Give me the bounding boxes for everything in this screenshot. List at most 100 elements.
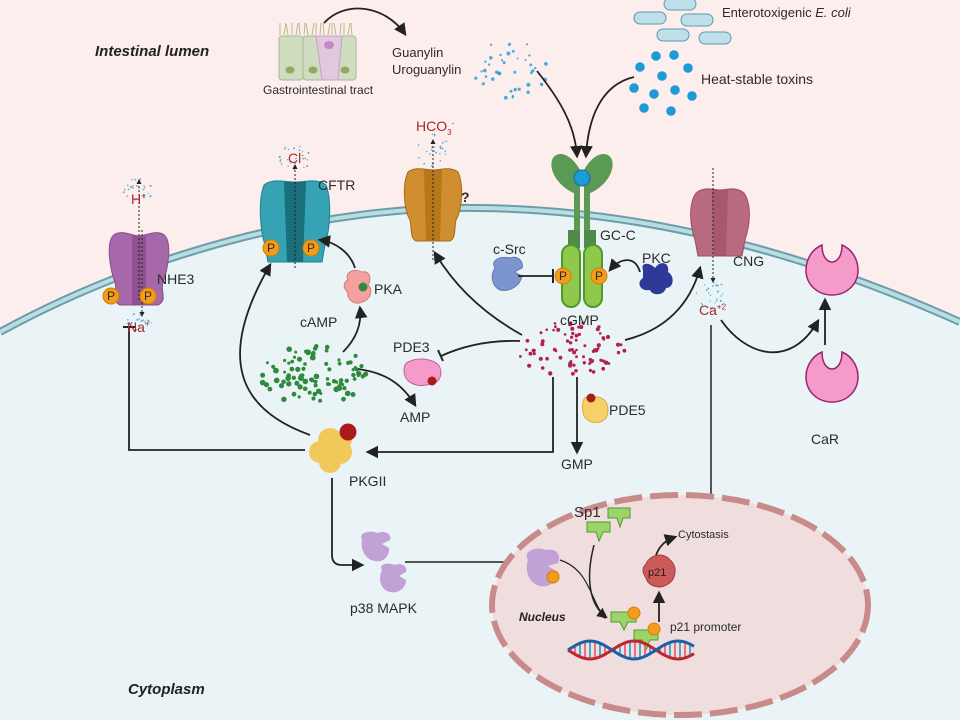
ion-h-base: H — [131, 191, 142, 207]
molecule-dot — [539, 331, 543, 335]
molecule-dot — [279, 159, 282, 161]
molecule-dot — [122, 191, 125, 194]
arrow-ca-to-car — [720, 318, 820, 354]
bacterium — [698, 31, 732, 45]
label-car: CaR — [811, 431, 840, 447]
molecule-dot — [489, 56, 493, 60]
molecule-dot — [499, 53, 502, 57]
label-gmp: GMP — [561, 456, 593, 472]
molecule-dot — [591, 370, 596, 374]
molecule-dot — [431, 165, 433, 168]
molecule-dot — [351, 368, 355, 372]
pde3-enzyme-icon — [403, 358, 442, 387]
label-cgmp: cGMP — [560, 312, 599, 328]
ion-na-plus: Na+ — [127, 320, 150, 334]
toxin-molecule — [666, 106, 676, 116]
molecule-dot — [601, 359, 604, 363]
molecule-dot — [502, 61, 506, 65]
molecule-dot — [605, 334, 611, 340]
car-receptor-membrane-icon — [805, 243, 859, 296]
molecule-dot — [286, 346, 293, 353]
molecule-dot — [713, 282, 715, 284]
molecule-dot — [556, 327, 561, 332]
molecule-dot — [511, 49, 515, 53]
label-pkgii: PKGII — [349, 473, 387, 489]
nuclear-envelope — [489, 492, 871, 718]
molecule-dot — [143, 196, 145, 199]
label-cftr: CFTR — [318, 177, 356, 193]
ion-hco3-sub: 3 — [447, 127, 452, 137]
molecule-dot — [581, 321, 585, 325]
ion-hco3-base: HCO — [416, 118, 448, 134]
gi-tract-cells-icon — [278, 22, 357, 81]
molecule-dot — [484, 60, 487, 63]
label-pkc: PKC — [642, 250, 671, 266]
molecule-dot — [341, 396, 346, 402]
molecule-dot — [554, 325, 557, 329]
arrow-cgmp-to-hco3 — [433, 250, 523, 336]
molecule-dot — [327, 367, 332, 372]
heat-stable-toxins-icon — [629, 50, 697, 116]
molecule-dot — [342, 386, 347, 391]
molecule-dot — [527, 363, 532, 368]
molecule-dot — [511, 96, 514, 99]
molecule-dot — [130, 186, 132, 188]
molecule-dot — [149, 184, 152, 187]
ion-na-base: Na — [127, 319, 145, 335]
molecule-dot — [283, 370, 287, 374]
molecule-dot — [495, 70, 499, 74]
p21-protein-icon — [642, 554, 676, 588]
ion-na-charge: + — [144, 319, 150, 329]
molecule-dot — [532, 352, 536, 356]
molecule-dot — [417, 144, 420, 146]
molecule-dot — [715, 284, 718, 287]
molecule-dot — [303, 166, 305, 168]
molecule-dot — [433, 150, 436, 153]
molecule-dot — [528, 54, 531, 57]
molecule-dot — [351, 372, 356, 378]
molecule-dot — [513, 70, 517, 74]
molecule-dot — [544, 62, 548, 66]
label-gcc: GC-C — [600, 227, 636, 243]
molecule-dot — [273, 377, 280, 384]
molecule-dot — [150, 322, 152, 324]
molecule-dot — [607, 362, 611, 365]
molecule-dot — [588, 362, 592, 365]
molecule-dot — [278, 383, 285, 389]
molecule-dot — [721, 304, 723, 306]
molecule-dot — [441, 141, 444, 144]
molecule-dot — [271, 364, 276, 369]
molecule-dot — [569, 360, 573, 363]
molecule-dot — [292, 355, 297, 359]
molecule-dot — [548, 371, 553, 376]
bacterium — [663, 0, 697, 11]
molecule-dot — [439, 147, 442, 149]
molecule-dot — [281, 379, 286, 385]
molecule-dot — [144, 187, 146, 189]
molecule-dot — [260, 372, 266, 378]
molecule-dot — [299, 145, 301, 148]
arrow-p21-to-cytostasis — [655, 534, 678, 556]
arrow-toxins-to-gcc — [580, 76, 635, 159]
ion-ca-2plus: Ca+2 — [699, 303, 726, 317]
molecule-dot — [531, 69, 535, 73]
molecule-dot — [324, 361, 329, 366]
molecule-dot — [435, 151, 438, 154]
molecule-dot — [131, 178, 133, 181]
label-cng: CNG — [733, 253, 765, 269]
molecule-dot — [337, 361, 342, 366]
arrow-pkc-to-gcc — [608, 258, 641, 273]
molecule-dot — [439, 145, 442, 148]
molecule-dot — [704, 284, 706, 286]
molecule-dot — [545, 356, 549, 361]
molecule-dot — [714, 301, 716, 303]
molecule-dot — [341, 382, 345, 387]
molecule-dot — [297, 384, 303, 390]
molecule-dot — [147, 320, 150, 323]
molecule-dot — [312, 391, 318, 397]
label-csrc: c-Src — [493, 241, 526, 257]
molecule-dot — [302, 151, 304, 153]
dna-strand — [567, 639, 695, 661]
molecule-dot — [439, 153, 441, 155]
label-nhe3: NHE3 — [157, 271, 195, 287]
